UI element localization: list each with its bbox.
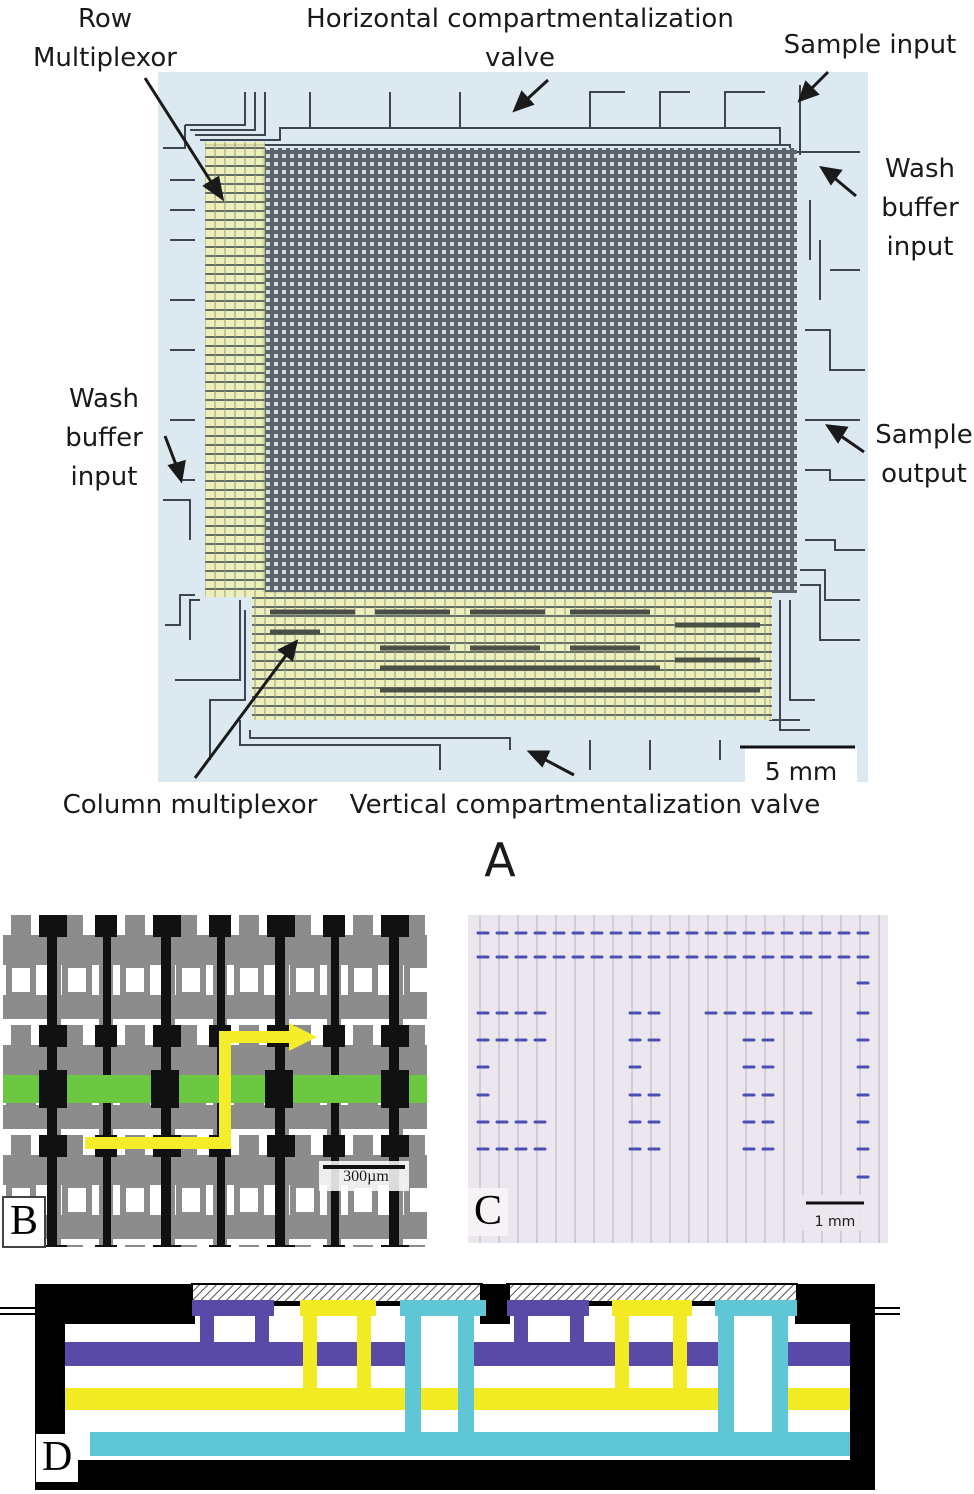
annotation-arrows — [143, 70, 865, 779]
label-sample-output: Sample output — [875, 420, 973, 489]
path-arrowhead — [289, 1023, 317, 1051]
chamber-array — [262, 148, 797, 593]
label-sample-input: Sample input — [783, 30, 957, 60]
panel-d-letter: D — [36, 1434, 79, 1482]
label-wash-buffer-input-right: Wash buffer input — [881, 154, 959, 262]
label-wash-buffer-input-left: Wash buffer input — [65, 384, 143, 492]
panel-a-chip-image — [143, 70, 868, 786]
panel-c-letter: C — [468, 1188, 509, 1236]
column-mux-bars — [270, 609, 760, 693]
green-row-channel — [3, 1075, 427, 1103]
label-column-multiplexor: Column multiplexor — [62, 790, 318, 820]
scale-label-c: 1 mm — [814, 1214, 856, 1230]
label-row-multiplexor: Row Multiplexor — [32, 4, 177, 73]
label-vertical-valve: Vertical compartmentalization valve — [349, 790, 821, 820]
panel-c-micrograph — [468, 915, 888, 1243]
dot-array — [476, 931, 870, 1179]
panel-a-letter: A — [484, 833, 516, 887]
panel-d-cross-section — [0, 1283, 900, 1490]
scale-label-a: 5 mm — [764, 757, 838, 786]
channel-lines — [479, 915, 880, 1243]
valve-blocks — [39, 1070, 409, 1108]
path-arrow — [85, 1031, 293, 1149]
cyan-layer — [90, 1300, 850, 1456]
scale-label-b: 300µm — [343, 1168, 389, 1185]
panel-b-micrograph — [3, 915, 427, 1247]
label-horizontal-valve: Horizontal compartmentalization valve — [306, 4, 734, 73]
panel-b-letter: B — [2, 1196, 47, 1248]
scale-bar-a-box — [745, 748, 857, 786]
